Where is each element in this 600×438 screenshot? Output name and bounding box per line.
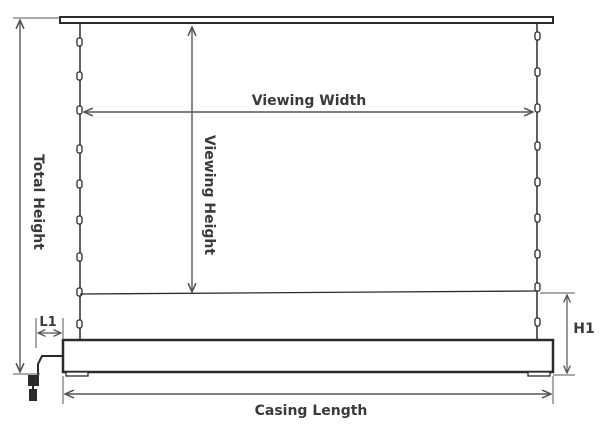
- casing-length-label: Casing Length: [255, 403, 368, 419]
- top-bar: [59, 16, 554, 24]
- casing: [61, 338, 555, 374]
- casing-foot-left: [65, 371, 89, 377]
- l1-label: L1: [39, 315, 56, 330]
- total-height-label: Total Height: [30, 154, 46, 250]
- viewing-area-bottom-line: [79, 290, 538, 295]
- right-tension-clips: [534, 31, 541, 327]
- viewing-height-label: Viewing Height: [201, 135, 217, 255]
- h1-label: H1: [573, 321, 594, 337]
- viewing-width-label: Viewing Width: [252, 93, 366, 109]
- power-cord-icon: [28, 355, 63, 401]
- casing-foot-right: [527, 371, 551, 377]
